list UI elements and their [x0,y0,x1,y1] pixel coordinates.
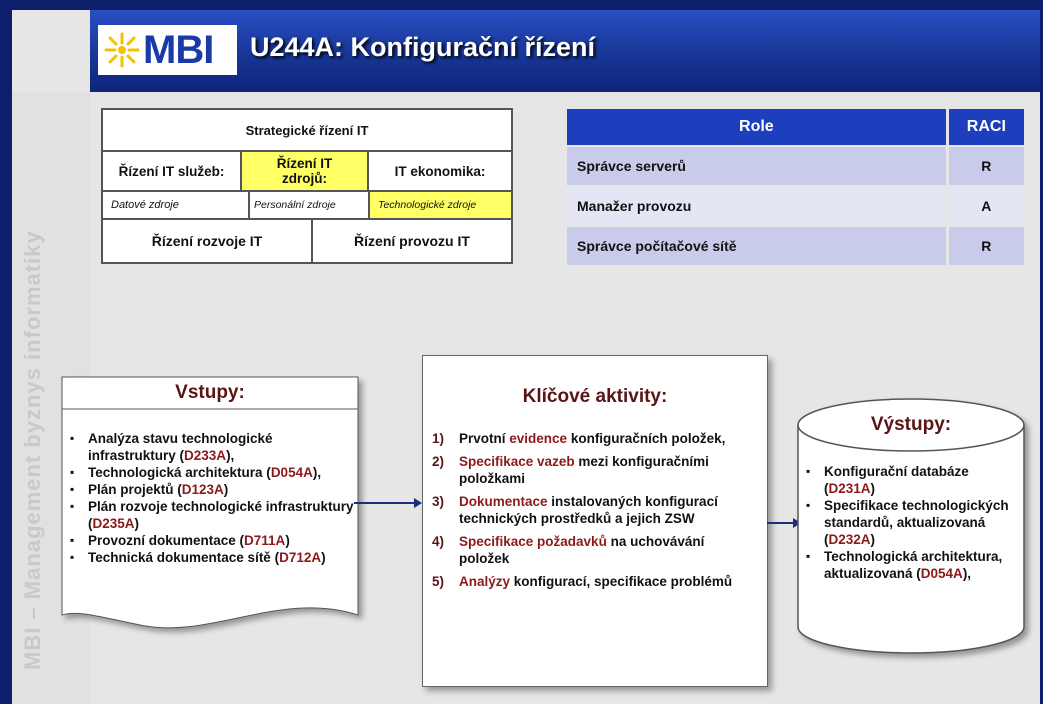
raci-role: Správce serverů [567,145,949,186]
list-item: 4)Specifikace požadavků na uchovávání po… [432,534,705,566]
inputs-list: Analýza stavu technologické infrastruktu… [64,430,354,566]
list-item: Technologická architektura, aktualizovan… [800,548,1020,582]
process-personal-resources: Personální zdroje [249,191,369,219]
mbi-logo: MBI [98,25,237,75]
logo-text: MBI [143,27,214,72]
raci-row: Správce serverů R [567,145,1024,186]
process-development: Řízení rozvoje IT [102,219,312,263]
list-item: Technologická architektura (D054A), [64,464,354,481]
list-item: Provozní dokumentace (D711A) [64,532,354,549]
list-item: Technická dokumentace sítě (D712A) [64,549,354,566]
process-data-resources: Datové zdroje [102,191,249,219]
raci-header-raci: RACI [947,109,1024,146]
arrow-icon [767,518,801,528]
activities-box: Klíčové aktivity: 1)Prvotní evidence kon… [422,355,768,687]
list-item: Plán projektů (D123A) [64,481,354,498]
list-item: 5)Analýzy konfigurací, specifikace probl… [432,574,733,589]
list-item: Analýza stavu technologické infrastruktu… [64,430,354,464]
process-services: Řízení IT služeb: [102,151,241,191]
list-item: Plán rozvoje technologické infrastruktur… [64,498,354,532]
list-item: Specifikace technologických standardů, a… [800,497,1020,548]
process-top: Strategické řízení IT [102,109,512,151]
outputs-list: Konfigurační databáze (D231A) Specifikac… [800,463,1020,582]
sidebar-caption: MBI – Management byznys informatiky [20,230,45,670]
list-item: 3)Dokumentace instalovaných konfigurací … [432,494,718,526]
process-operations: Řízení provozu IT [312,219,512,263]
process-tech-resources: Technologické zdroje [369,191,512,219]
list-item: 1)Prvotní evidence konfiguračních polože… [432,431,726,446]
raci-table: Role RACI Správce serverů R Manažer prov… [567,109,1024,265]
raci-role: Správce počítačové sítě [567,225,949,265]
page-title: U244A: Konfigurační řízení [250,32,596,62]
raci-code: A [947,185,1024,226]
raci-header-role: Role [567,109,949,146]
arrow-icon [354,498,422,508]
list-item: Konfigurační databáze (D231A) [800,463,1020,497]
raci-role: Manažer provozu [567,185,949,226]
activities-title: Klíčové aktivity: [522,386,668,407]
raci-row: Manažer provozu A [567,185,1024,226]
activities-list: 1)Prvotní evidence konfiguračních polože… [432,430,757,590]
raci-code: R [947,145,1024,186]
outputs-title: Výstupy: [870,414,952,435]
sun-icon [104,32,140,68]
slide: MBI – Management byznys informatiky MBI … [12,10,1040,704]
process-economics: IT ekonomika: [368,151,512,191]
inputs-title: Vstupy: [175,382,245,403]
header-bar: MBI U244A: Konfigurační řízení [90,10,1040,92]
list-item: 2)Specifikace vazeb mezi konfiguračními … [432,454,709,486]
raci-code: R [947,225,1024,265]
process-resources: Řízení IT zdrojů: [241,151,368,191]
process-map: Strategické řízení IT Řízení IT služeb: … [101,108,513,264]
raci-row: Správce počítačové sítě R [567,225,1024,265]
